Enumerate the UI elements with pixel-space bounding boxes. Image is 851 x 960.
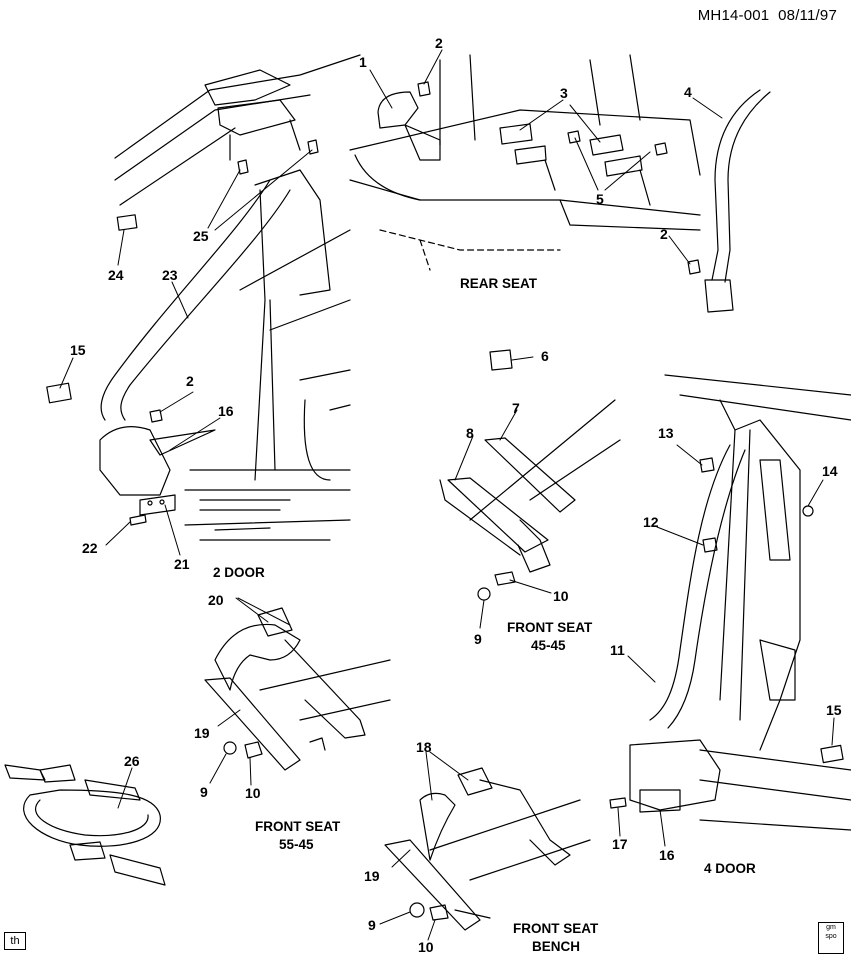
doc-date: 08/11/97 bbox=[778, 7, 837, 24]
caption-rear-seat: REAR SEAT bbox=[460, 276, 538, 291]
document-header: MH14-001 08/11/97 bbox=[698, 7, 837, 24]
callout-19: 19 bbox=[364, 868, 380, 884]
caption-two-door: 2 DOOR bbox=[213, 565, 265, 580]
front-seat-bench-illustration bbox=[384, 767, 591, 931]
caption-front-seat-bench-line2: BENCH bbox=[532, 939, 580, 954]
callout-1: 1 bbox=[359, 54, 367, 70]
callout-26: 26 bbox=[124, 753, 140, 769]
callout-20: 20 bbox=[208, 592, 224, 608]
callout-2: 2 bbox=[435, 35, 443, 51]
front-seat-4545-illustration bbox=[439, 349, 621, 601]
caption-front-seat-4545-line2: 45-45 bbox=[531, 638, 566, 653]
callout-3: 3 bbox=[560, 85, 568, 101]
callout-16: 16 bbox=[218, 403, 234, 419]
belt-assembly-26-illustration bbox=[4, 764, 166, 886]
callout-10: 10 bbox=[245, 785, 261, 801]
callout-10: 10 bbox=[418, 939, 434, 955]
callout-14: 14 bbox=[822, 463, 838, 479]
callout-17: 17 bbox=[612, 836, 628, 852]
callout-25: 25 bbox=[193, 228, 209, 244]
caption-front-seat-4545-line1: FRONT SEAT bbox=[507, 620, 593, 635]
logo-bottom-text: spo bbox=[825, 933, 837, 940]
callout-9: 9 bbox=[474, 631, 482, 647]
callout-19: 19 bbox=[194, 725, 210, 741]
callout-18: 18 bbox=[416, 739, 432, 755]
caption-front-seat-bench-line1: FRONT SEAT bbox=[513, 921, 599, 936]
callout-10: 10 bbox=[553, 588, 569, 604]
callout-13: 13 bbox=[658, 425, 674, 441]
callout-21: 21 bbox=[174, 556, 190, 572]
callout-23: 23 bbox=[162, 267, 178, 283]
callout-2: 2 bbox=[660, 226, 668, 242]
callout-9: 9 bbox=[200, 784, 208, 800]
section-captions: REAR SEAT 2 DOOR 4 DOOR FRONT SEAT 45-45… bbox=[213, 276, 756, 954]
callout-15: 15 bbox=[70, 342, 86, 358]
front-seat-5545-illustration bbox=[204, 607, 391, 771]
callout-24: 24 bbox=[108, 267, 124, 283]
callout-15: 15 bbox=[826, 702, 842, 718]
callout-8: 8 bbox=[466, 425, 474, 441]
callout-2: 2 bbox=[186, 373, 194, 389]
caption-front-seat-5545-line1: FRONT SEAT bbox=[255, 819, 341, 834]
two-door-illustration bbox=[46, 54, 361, 541]
callout-4: 4 bbox=[684, 84, 692, 100]
page-tag: th bbox=[4, 932, 26, 950]
callout-6: 6 bbox=[541, 348, 549, 364]
callout-22: 22 bbox=[82, 540, 98, 556]
callout-11: 11 bbox=[610, 642, 625, 658]
four-door-illustration bbox=[609, 374, 851, 831]
callout-labels: 1 2 3 4 5 2 25 24 23 15 2 16 22 21 6 7 8… bbox=[70, 35, 842, 955]
callout-9: 9 bbox=[368, 917, 376, 933]
doc-id: MH14-001 bbox=[697, 7, 770, 24]
callout-5: 5 bbox=[596, 191, 604, 207]
caption-four-door: 4 DOOR bbox=[704, 861, 756, 876]
caption-front-seat-5545-line2: 55-45 bbox=[279, 837, 314, 852]
gm-spo-logo: gm spo bbox=[818, 922, 844, 954]
callout-16: 16 bbox=[659, 847, 675, 863]
rear-seat-illustration bbox=[349, 54, 771, 313]
callout-12: 12 bbox=[643, 514, 659, 530]
callout-7: 7 bbox=[512, 400, 520, 416]
logo-top-text: gm bbox=[826, 924, 836, 931]
leader-lines bbox=[59, 49, 835, 941]
